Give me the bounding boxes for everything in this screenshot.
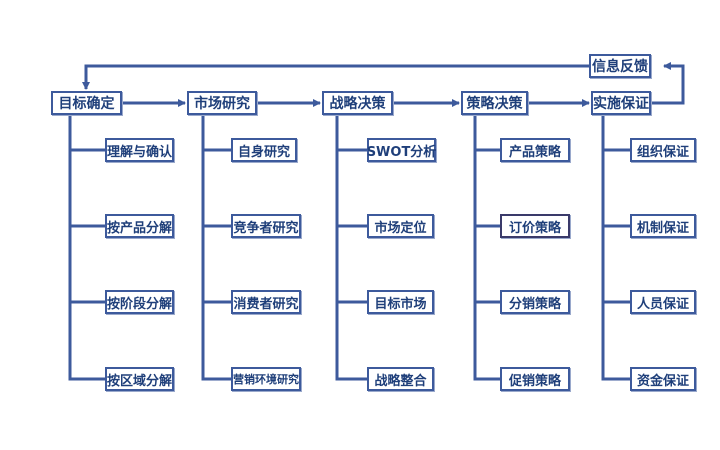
item-promotion-strategy: 促销策略 [500, 367, 570, 391]
item-funding: 资金保证 [630, 367, 696, 391]
item-distribution-strategy: 分销策略 [500, 290, 570, 314]
item-by-product: 按产品分解 [105, 214, 174, 238]
item-strategy-integration: 战略整合 [367, 367, 434, 391]
item-mechanism: 机制保证 [630, 214, 696, 238]
item-competitor-research: 竞争者研究 [231, 214, 301, 238]
item-by-region: 按区域分解 [105, 367, 174, 391]
item-target-market: 目标市场 [367, 290, 434, 314]
item-consumer-research: 消费者研究 [231, 290, 301, 314]
feedback-arrow-up [651, 62, 685, 105]
item-understand-confirm: 理解与确认 [105, 138, 174, 162]
stage-implementation-box: 实施保证 [591, 91, 651, 115]
branch-lines-5 [601, 115, 630, 381]
item-swot: SWOT分析 [367, 138, 436, 162]
branch-lines-2 [201, 115, 231, 381]
feedback-box: 信息反馈 [589, 54, 651, 78]
stage-strategy-decision-box: 战略决策 [322, 91, 393, 115]
stage-market-research-box: 市场研究 [187, 91, 257, 115]
item-pricing-strategy: 订价策略 [500, 214, 570, 238]
branch-lines-3 [335, 115, 367, 381]
item-personnel: 人员保证 [630, 290, 696, 314]
item-by-stage: 按阶段分解 [105, 290, 174, 314]
item-positioning: 市场定位 [367, 214, 434, 238]
stage-tactic-decision-box: 策略决策 [461, 91, 528, 115]
item-product-strategy: 产品策略 [500, 138, 570, 162]
feedback-arrow-back [82, 64, 589, 90]
branch-lines-1 [68, 115, 105, 381]
stage-goal-box: 目标确定 [51, 91, 122, 115]
branch-lines-4 [473, 115, 500, 381]
item-self-research: 自身研究 [231, 138, 297, 162]
item-organization: 组织保证 [630, 138, 696, 162]
item-environment-research: 营销环境研究 [231, 367, 301, 391]
